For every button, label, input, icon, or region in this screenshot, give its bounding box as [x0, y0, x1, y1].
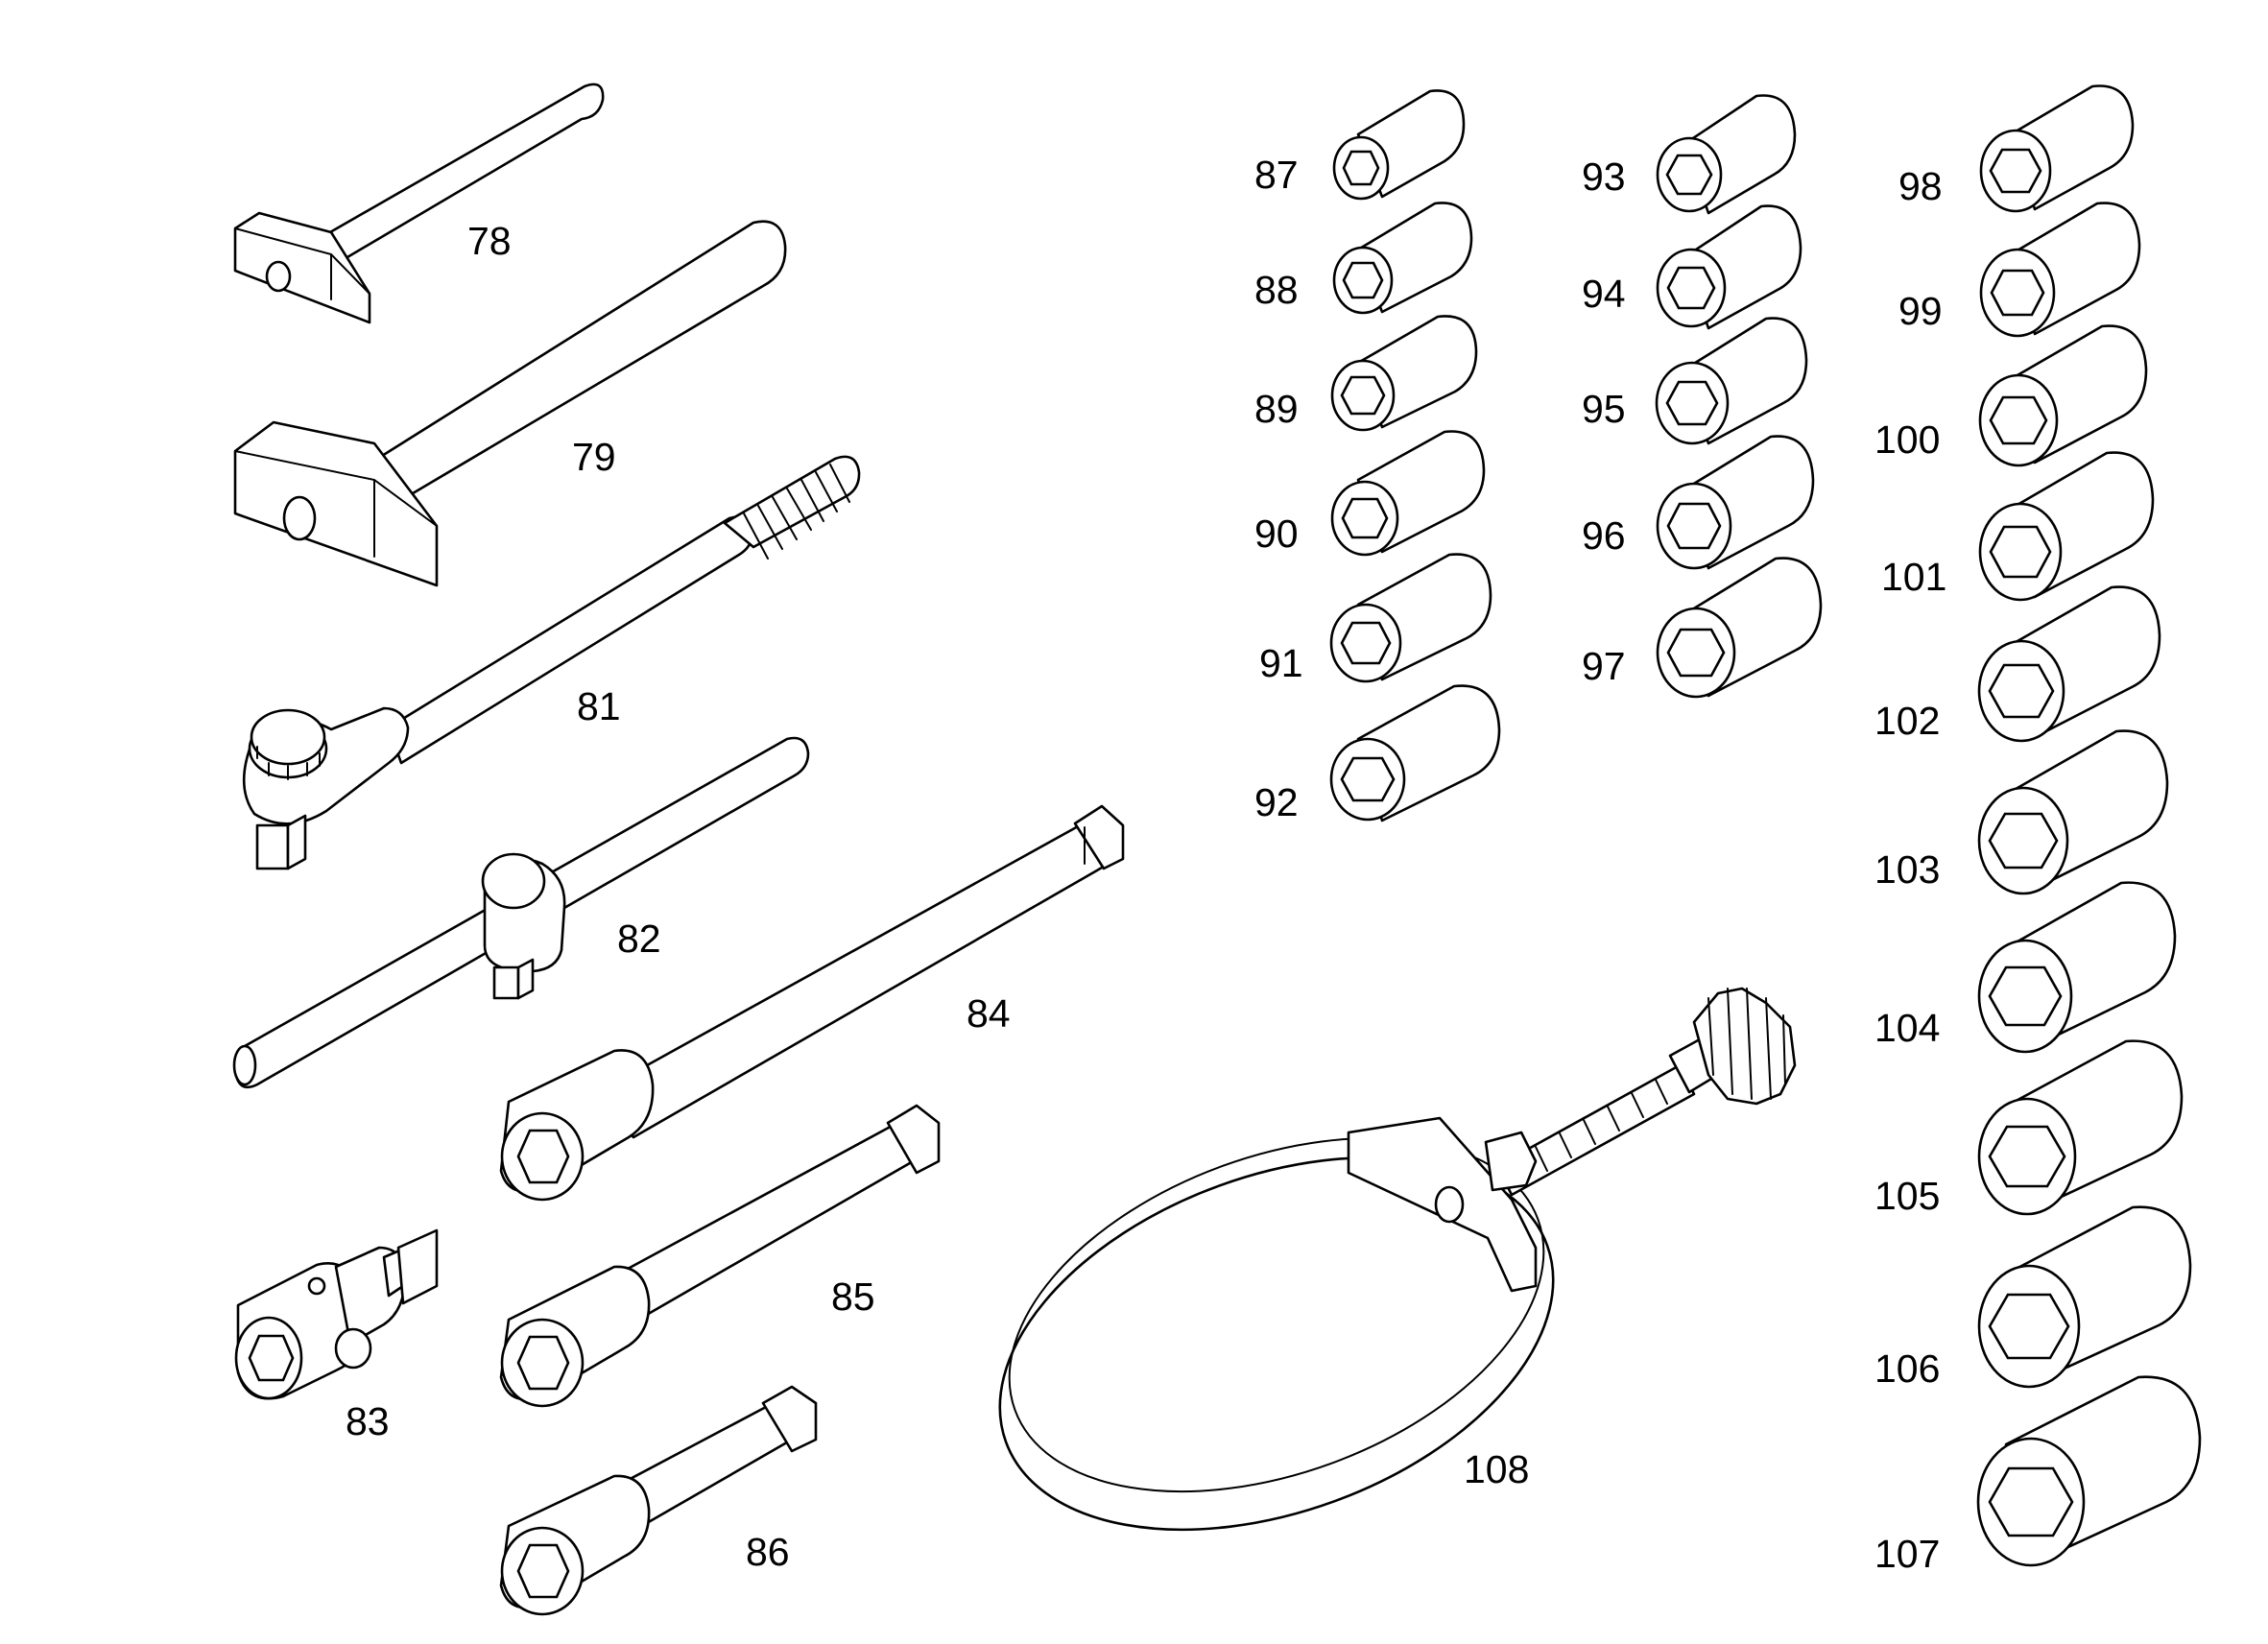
part-label-87: 87 — [1254, 153, 1299, 197]
part-label-79: 79 — [572, 435, 616, 479]
socket-89-icon — [1330, 315, 1478, 432]
socket-100-icon — [1978, 324, 2148, 467]
socket-106-icon — [1977, 1205, 2192, 1389]
part-label-78: 78 — [467, 219, 512, 263]
part-label-82: 82 — [617, 917, 661, 961]
part-label-94: 94 — [1582, 272, 1626, 316]
part-label-98: 98 — [1898, 164, 1943, 208]
socket-97-icon — [1656, 557, 1823, 699]
part-label-105: 105 — [1874, 1174, 1940, 1218]
extension-bar-long-icon — [499, 804, 1125, 1202]
socket-103-icon — [1977, 729, 2169, 895]
part-label-90: 90 — [1254, 512, 1299, 556]
extension-bar-short-icon — [499, 1385, 818, 1616]
ratchet-wrench-icon — [242, 455, 861, 870]
part-label-99: 99 — [1898, 289, 1943, 333]
part-label-100: 100 — [1874, 417, 1940, 462]
part-label-83: 83 — [346, 1399, 390, 1443]
part-label-89: 89 — [1254, 387, 1299, 431]
socket-92-icon — [1329, 684, 1501, 822]
part-label-96: 96 — [1582, 513, 1626, 558]
socket-102-icon — [1977, 585, 2161, 743]
part-label-101: 101 — [1881, 555, 1946, 599]
socket-94-icon — [1656, 204, 1802, 330]
part-label-106: 106 — [1874, 1346, 1940, 1391]
oil-filter-strap-wrench-icon — [998, 987, 1797, 1532]
socket-95-icon — [1655, 317, 1808, 445]
socket-101-icon — [1978, 451, 2155, 602]
part-label-107: 107 — [1874, 1532, 1940, 1576]
socket-98-icon — [1979, 84, 2135, 213]
socket-93-icon — [1656, 94, 1797, 215]
part-label-97: 97 — [1582, 644, 1626, 688]
socket-96-icon — [1656, 435, 1815, 570]
universal-joint-icon — [234, 1228, 439, 1400]
part-label-103: 103 — [1874, 847, 1940, 892]
extension-bar-medium-icon — [499, 1104, 941, 1408]
t-bar-handle-icon — [232, 736, 810, 1089]
part-label-86: 86 — [746, 1530, 790, 1574]
part-label-104: 104 — [1874, 1006, 1940, 1050]
part-label-88: 88 — [1254, 268, 1299, 312]
socket-99-icon — [1979, 202, 2141, 338]
part-label-95: 95 — [1582, 387, 1626, 431]
hammer-small-icon — [233, 83, 605, 324]
socket-87-icon — [1332, 89, 1466, 201]
part-label-102: 102 — [1874, 699, 1940, 743]
part-label-93: 93 — [1582, 155, 1626, 199]
part-label-92: 92 — [1254, 780, 1299, 824]
socket-88-icon — [1332, 202, 1473, 315]
part-label-84: 84 — [967, 991, 1011, 1036]
socket-105-icon — [1977, 1039, 2184, 1216]
part-label-85: 85 — [831, 1275, 875, 1319]
socket-107-icon — [1976, 1375, 2202, 1567]
socket-91-icon — [1329, 553, 1492, 683]
hammer-large-icon — [233, 220, 787, 587]
part-label-91: 91 — [1259, 641, 1303, 685]
part-label-108: 108 — [1464, 1447, 1529, 1491]
socket-104-icon — [1977, 881, 2177, 1054]
part-label-81: 81 — [577, 684, 621, 728]
socket-90-icon — [1330, 430, 1486, 557]
